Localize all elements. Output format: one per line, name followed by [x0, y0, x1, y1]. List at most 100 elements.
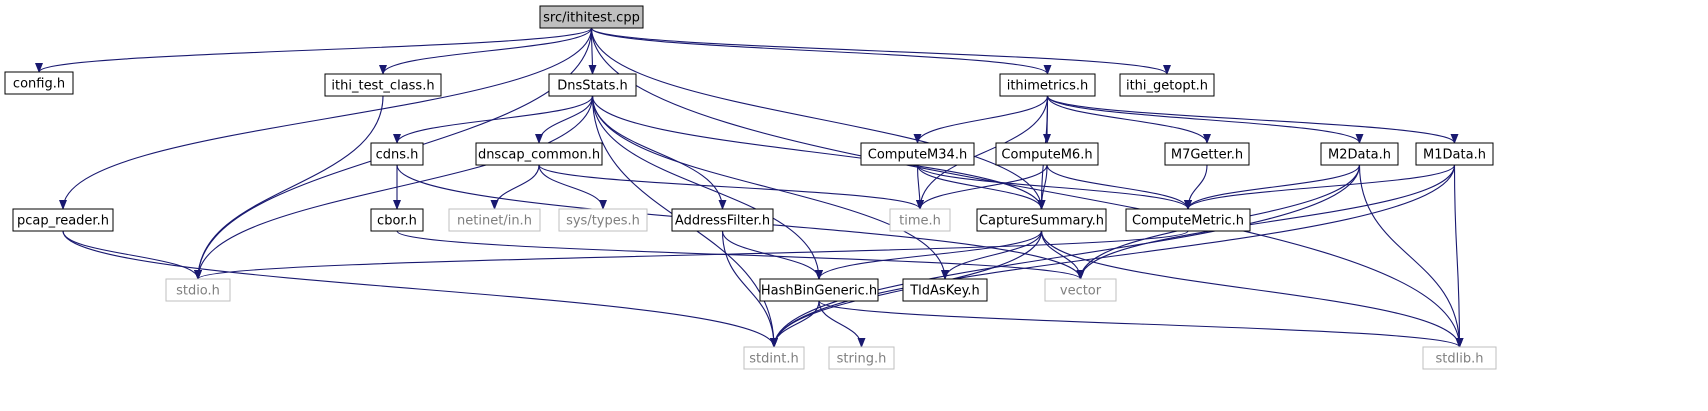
node-label: ComputeMetric.h [1132, 214, 1244, 229]
node-box [995, 142, 1099, 166]
node-label: stdlib.h [1436, 352, 1484, 367]
node-label: CaptureSummary.h [979, 214, 1104, 229]
node-addressfilter[interactable]: AddressFilter.h [671, 208, 774, 232]
node-dnsstats[interactable]: DnsStats.h [548, 73, 637, 97]
node-ithi-getopt[interactable]: ithi_getopt.h [1119, 73, 1215, 97]
node-label: sys/types.h [566, 214, 640, 229]
node-config[interactable]: config.h [4, 71, 74, 95]
node-cbor[interactable]: cbor.h [370, 208, 424, 232]
edge-capturesummary-to-tldaskey [941, 230, 1043, 280]
node-box [558, 208, 648, 232]
node-box [1125, 208, 1251, 232]
node-root[interactable]: src/ithitest.cpp [539, 5, 644, 29]
node-box [4, 71, 74, 95]
node-label: M1Data.h [1423, 148, 1486, 163]
node-label: ithi_getopt.h [1126, 79, 1208, 94]
edge-dnsstats-to-capturesummary [591, 95, 1046, 210]
node-label: pcap_reader.h [17, 214, 109, 229]
node-m1data[interactable]: M1Data.h [1415, 142, 1494, 166]
node-box [12, 208, 114, 232]
node-dnscap-common[interactable]: dnscap_common.h [475, 142, 603, 166]
edge-m2data-to-stdlib [1358, 164, 1464, 348]
node-stdlib: stdlib.h [1422, 346, 1497, 370]
node-box [828, 346, 895, 370]
node-label: cbor.h [377, 214, 417, 229]
edge-ithi_test_class-to-stdio [194, 95, 384, 280]
node-box [448, 208, 541, 232]
node-computem6[interactable]: ComputeM6.h [995, 142, 1099, 166]
node-box [1044, 278, 1117, 302]
edge-ithimetrics-to-m2data [1046, 95, 1364, 144]
node-hashbingeneric[interactable]: HashBinGeneric.h [759, 278, 879, 302]
node-tldaskey[interactable]: TldAsKey.h [902, 278, 988, 302]
node-computemetric[interactable]: ComputeMetric.h [1125, 208, 1251, 232]
node-box [889, 208, 951, 232]
edge-hashbingeneric-to-stdint [770, 300, 820, 348]
node-ithimetrics[interactable]: ithimetrics.h [999, 73, 1096, 97]
node-box [1415, 142, 1494, 166]
node-box [475, 142, 603, 166]
edge-capturesummary-to-vector [1040, 230, 1085, 280]
node-label: M7Getter.h [1171, 148, 1243, 163]
edge-pcap_reader-to-stdio [62, 230, 202, 280]
node-box [370, 142, 424, 166]
edge-m2data-to-stdint [770, 164, 1361, 348]
edges-layer [35, 27, 1464, 348]
node-sys-types: sys/types.h [558, 208, 648, 232]
edge-m1data-to-stdint [770, 164, 1456, 348]
node-box [902, 278, 988, 302]
node-box [999, 73, 1096, 97]
node-label: TldAsKey.h [909, 284, 980, 299]
node-box [671, 208, 774, 232]
node-pcap-reader[interactable]: pcap_reader.h [12, 208, 114, 232]
node-box [1164, 142, 1250, 166]
node-m2data[interactable]: M2Data.h [1320, 142, 1399, 166]
edge-root-to-capturesummary [590, 27, 1046, 210]
node-box [1320, 142, 1399, 166]
node-label: stdio.h [176, 284, 220, 299]
edge-computem6-to-time [916, 164, 1048, 210]
node-label: config.h [13, 77, 65, 92]
node-capturesummary[interactable]: CaptureSummary.h [976, 208, 1107, 232]
edge-root-to-config [35, 27, 593, 73]
edge-ithimetrics-to-computem34 [913, 95, 1049, 144]
edge-dnscap_common-to-netinet_in [490, 164, 540, 210]
node-cdns[interactable]: cdns.h [370, 142, 424, 166]
edge-m1data-to-stdlib [1453, 164, 1464, 348]
node-label: time.h [899, 214, 941, 229]
node-stdint: stdint.h [743, 346, 805, 370]
node-box [370, 208, 424, 232]
edge-root-to-stdlib [590, 27, 1464, 348]
edge-dnsstats-to-hashbingeneric [591, 95, 823, 280]
edge-dnsstats-to-cdns [393, 95, 594, 144]
node-box [1422, 346, 1497, 370]
node-box [539, 5, 644, 29]
edge-m2data-to-computemetric [1184, 164, 1361, 210]
node-label: stdint.h [749, 352, 798, 367]
node-label: ComputeM6.h [1001, 148, 1092, 163]
edge-computem34-to-computemetric [916, 164, 1192, 210]
node-label: string.h [837, 352, 887, 367]
node-label: ithimetrics.h [1007, 79, 1089, 94]
edge-root-to-ithi_test_class [379, 27, 593, 75]
nodes-layer: src/ithitest.cpp config.h ithi_test_class.… [4, 5, 1497, 370]
edge-computem34-to-time [915, 164, 924, 210]
node-box [976, 208, 1107, 232]
node-vector: vector [1044, 278, 1117, 302]
node-box [1119, 73, 1215, 97]
node-label: ComputeM34.h [868, 148, 967, 163]
node-ithi-test-class[interactable]: ithi_test_class.h [324, 73, 442, 97]
node-label: vector [1060, 284, 1102, 299]
edge-addressfilter-to-stdint [721, 230, 778, 348]
node-string: string.h [828, 346, 895, 370]
node-computem34[interactable]: ComputeM34.h [860, 142, 975, 166]
edge-capturesummary-to-stdlib [1040, 230, 1464, 348]
edge-ithimetrics-to-m7getter [1046, 95, 1211, 144]
node-label: ithi_test_class.h [331, 79, 434, 94]
node-m7getter[interactable]: M7Getter.h [1164, 142, 1250, 166]
node-label: cdns.h [376, 148, 419, 163]
edge-pcap_reader-to-stdint [62, 230, 778, 348]
edge-dnsstats-to-tldaskey [591, 95, 949, 280]
node-box [860, 142, 975, 166]
node-label: M2Data.h [1328, 148, 1391, 163]
